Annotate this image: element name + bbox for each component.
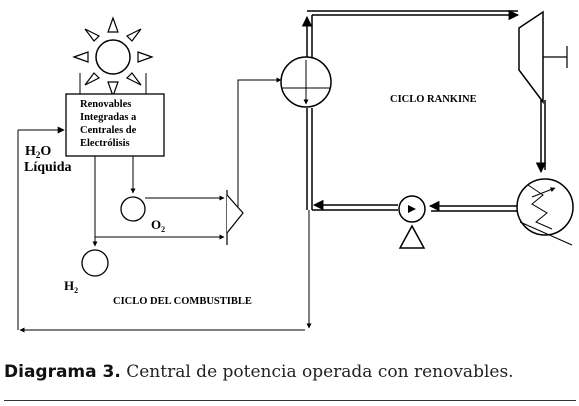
nozzle-icon (226, 190, 244, 245)
turbine-icon (518, 10, 568, 105)
pump-icon (398, 195, 426, 249)
caption-label: Diagrama 3. (4, 362, 121, 382)
water-label: H2O (25, 144, 51, 160)
oxygen-label: O2 (151, 217, 165, 234)
renewables-box (65, 93, 165, 157)
box-line-1: Renovables (80, 99, 131, 110)
power-plant-diagram: Renovables Integradas a Centrales de Ele… (17, 9, 574, 333)
hydrogen-tank (81, 249, 109, 277)
condenser-icon (516, 178, 574, 246)
rankine-cycle-label: CICLO RANKINE (390, 94, 477, 105)
figure-caption: Diagrama 3. Central de potencia operada … (4, 362, 576, 382)
box-line-2: Integradas a (80, 112, 137, 123)
sun-icon (72, 16, 154, 98)
fuel-to-boiler-line (237, 77, 282, 207)
fuel-cycle-label: CICLO DEL COMBUSTIBLE (113, 296, 252, 307)
caption-divider (4, 400, 576, 401)
hydrogen-label: H2 (64, 278, 78, 295)
box-line-4: Electrólisis (80, 138, 130, 149)
box-line-3: Centrales de (80, 125, 137, 136)
oxygen-tank (120, 196, 146, 222)
water-label-liquid: Líquida (24, 160, 71, 175)
caption-text: Central de potencia operada con renovabl… (120, 362, 514, 382)
boiler-icon (280, 56, 332, 108)
